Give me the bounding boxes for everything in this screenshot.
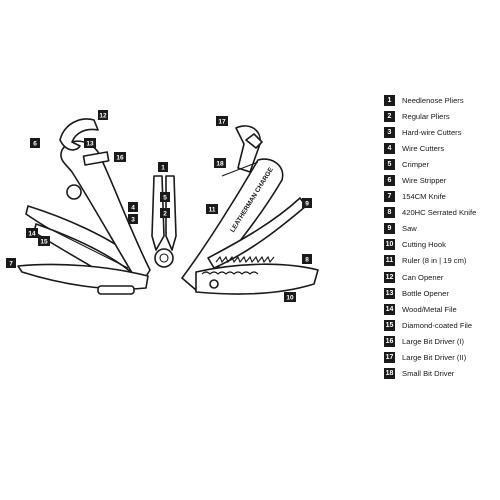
callout-tag-12: 12: [98, 110, 108, 120]
callout-tag-6: 6: [30, 138, 40, 148]
svg-text:1: 1: [161, 165, 165, 172]
svg-text:3: 3: [131, 217, 135, 224]
legend-item: 11 Ruler (8 in | 19 cm): [384, 253, 500, 269]
legend-item: 14 Wood/Metal File: [384, 301, 500, 317]
legend-label: Wood/Metal File: [402, 304, 457, 314]
bottle-opener-outline: [245, 133, 263, 149]
svg-text:18: 18: [216, 161, 224, 168]
svg-text:14: 14: [28, 231, 36, 238]
legend-number-badge: 6: [384, 175, 395, 187]
legend-number-badge: 16: [384, 335, 395, 347]
callout-tag-3: 3: [128, 214, 138, 224]
legend-item: 1 Needlenose Pliers: [384, 92, 500, 108]
legend-item: 4 Wire Cutters: [384, 140, 500, 156]
can-opener-outline: [59, 118, 99, 151]
legend-item: 17 Large Bit Driver (II): [384, 350, 500, 366]
svg-text:11: 11: [209, 207, 216, 214]
svg-text:13: 13: [86, 141, 94, 148]
pliers-pivot-outline: [154, 248, 174, 268]
callout-tag-10: 10: [284, 292, 296, 302]
legend-number-badge: 9: [384, 223, 395, 235]
legend-number-badge: 3: [384, 126, 395, 138]
legend-item: 16 Large Bit Driver (I): [384, 333, 500, 349]
legend-number-badge: 2: [384, 110, 395, 122]
callout-tag-16: 16: [114, 152, 126, 162]
legend-number-badge: 18: [384, 368, 395, 380]
legend-label: Wire Cutters: [402, 143, 445, 153]
legend-number-badge: 11: [384, 255, 395, 267]
knife-154cm-outline: [17, 263, 149, 290]
callout-tag-1: 1: [158, 162, 168, 172]
legend-item: 12 Can Opener: [384, 269, 500, 285]
callout-tag-2: 2: [160, 208, 170, 218]
legend-label: Large Bit Driver (II): [402, 353, 467, 363]
legend-item: 7 154CM Knife: [384, 189, 500, 205]
svg-text:15: 15: [40, 239, 48, 246]
legend-number-badge: 17: [384, 352, 395, 364]
svg-text:17: 17: [218, 119, 226, 126]
legend-label: Small Bit Driver: [402, 369, 455, 379]
legend-number-badge: 8: [384, 207, 395, 219]
svg-text:8: 8: [305, 257, 309, 264]
svg-text:9: 9: [305, 201, 309, 208]
legend-label: Can Opener: [402, 272, 444, 282]
legend-item: 6 Wire Stripper: [384, 172, 500, 188]
legend-item: 2 Regular Pliers: [384, 108, 500, 124]
callout-tag-7: 7: [6, 258, 16, 268]
svg-text:16: 16: [116, 155, 124, 162]
legend-label: Bottle Opener: [402, 288, 449, 298]
legend-item: 13 Bottle Opener: [384, 285, 500, 301]
callout-tag-4: 4: [128, 202, 138, 212]
legend-label: 420HC Serrated Knife: [402, 208, 477, 218]
legend-number-badge: 7: [384, 191, 395, 203]
svg-text:4: 4: [131, 205, 135, 212]
legend-item: 9 Saw: [384, 221, 500, 237]
callout-tag-17: 17: [216, 116, 228, 126]
svg-text:5: 5: [163, 195, 167, 202]
legend-item: 15 Diamond-coated File: [384, 317, 500, 333]
multitool-diagram: LEATHERMAN CHARGE 12 6 13 16 1 5 4 2 3 1…: [6, 110, 319, 302]
legend-number-badge: 10: [384, 239, 395, 251]
legend-number-badge: 13: [384, 287, 395, 299]
callout-tag-11: 11: [206, 204, 218, 214]
svg-text:12: 12: [99, 113, 107, 120]
legend-item: 10 Cutting Hook: [384, 237, 500, 253]
callout-tag-8: 8: [302, 254, 312, 264]
bit-driver-16-outline: [82, 151, 110, 166]
callout-tag-9: 9: [302, 198, 312, 208]
callout-tag-15: 15: [38, 236, 50, 246]
legend-label: Saw: [402, 224, 417, 234]
callout-tag-5: 5: [160, 192, 170, 202]
legend-number-badge: 12: [384, 271, 395, 283]
legend-number-badge: 1: [384, 94, 395, 106]
svg-text:2: 2: [163, 211, 167, 218]
small-bit-driver-outline: [221, 161, 259, 177]
callout-tag-14: 14: [26, 228, 38, 238]
serrated-knife-outline: [195, 263, 319, 295]
legend-item: 18 Small Bit Driver: [384, 366, 500, 382]
legend-label: 154CM Knife: [402, 192, 446, 202]
legend-label: Large Bit Driver (I): [402, 336, 465, 346]
legend-number-badge: 5: [384, 158, 395, 170]
callout-tag-18: 18: [214, 158, 226, 168]
legend-number-badge: 15: [384, 319, 395, 331]
legend-label: Crimper: [402, 159, 430, 169]
legend-label: Needlenose Pliers: [402, 95, 464, 105]
svg-text:6: 6: [33, 141, 37, 148]
legend-label: Ruler (8 in | 19 cm): [402, 256, 467, 266]
legend-number-badge: 4: [384, 142, 395, 154]
legend-label: Hard-wire Cutters: [402, 127, 462, 137]
legend-item: 8 420HC Serrated Knife: [384, 205, 500, 221]
legend-label: Wire Stripper: [402, 176, 447, 186]
legend-item: 3 Hard-wire Cutters: [384, 124, 500, 140]
legend-label: Regular Pliers: [402, 111, 450, 121]
legend-item: 5 Crimper: [384, 156, 500, 172]
svg-text:10: 10: [286, 295, 294, 302]
legend-label: Cutting Hook: [402, 240, 446, 250]
svg-text:7: 7: [9, 261, 13, 268]
parts-legend: 1 Needlenose Pliers 2 Regular Pliers 3 Hard-w…: [384, 92, 500, 382]
legend-number-badge: 14: [384, 303, 395, 315]
legend-label: Diamond-coated File: [402, 320, 473, 330]
callout-tag-13: 13: [84, 138, 96, 148]
